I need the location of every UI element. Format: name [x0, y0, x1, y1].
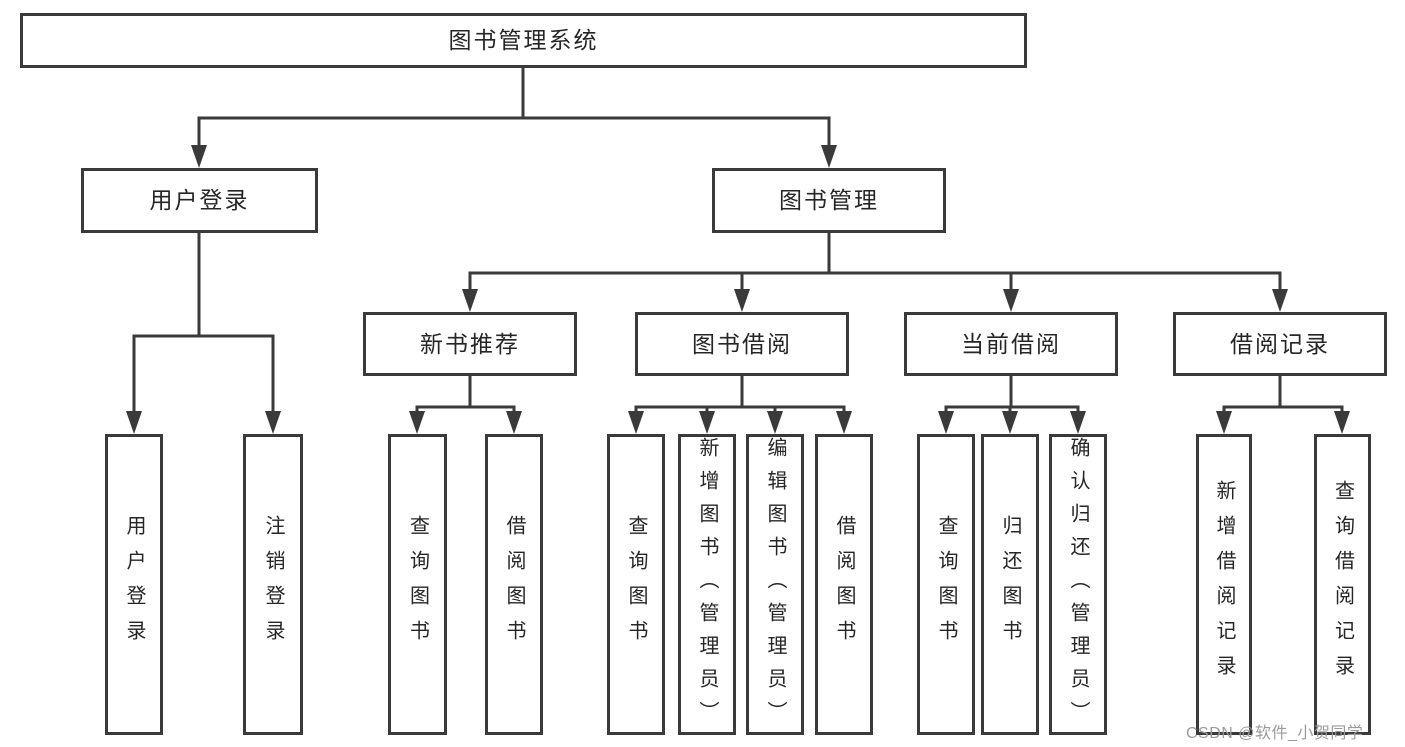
node-borrowing-records: 借阅记录 [1173, 312, 1387, 376]
leaf-query-borrow-record: 查询借阅记录 [1314, 434, 1371, 735]
arrowheads [126, 145, 1350, 434]
leaf-add-borrow-record: 新增借阅记录 [1196, 434, 1252, 735]
leaf-borrowing-borrow-books: 借阅图书 [815, 434, 873, 735]
leaf-edit-books-admin: 编辑图书（管理员） [746, 434, 804, 735]
csdn-watermark: CSDN @软件_小贺同学 [1186, 725, 1364, 742]
leaf-return-books: 归还图书 [981, 434, 1039, 735]
leaf-borrowing-query-books: 查询图书 [607, 434, 665, 735]
leaf-user-login: 用户登录 [105, 434, 163, 735]
leaf-current-query-books: 查询图书 [917, 434, 975, 735]
leaf-add-books-admin: 新增图书（管理员） [678, 434, 736, 735]
leaf-new-books-borrow-books: 借阅图书 [485, 434, 543, 735]
node-book-management: 图书管理 [712, 168, 946, 233]
node-book-borrowing: 图书借阅 [635, 312, 849, 376]
leaf-confirm-return-admin: 确认归还（管理员） [1049, 434, 1107, 735]
node-user-login: 用户登录 [81, 168, 318, 233]
node-current-borrowing: 当前借阅 [904, 312, 1118, 376]
leaf-new-books-query-books: 查询图书 [388, 434, 447, 735]
leaf-logout: 注销登录 [243, 434, 303, 735]
node-library-management-system: 图书管理系统 [20, 13, 1027, 68]
node-new-book-recommendation: 新书推荐 [363, 312, 577, 376]
